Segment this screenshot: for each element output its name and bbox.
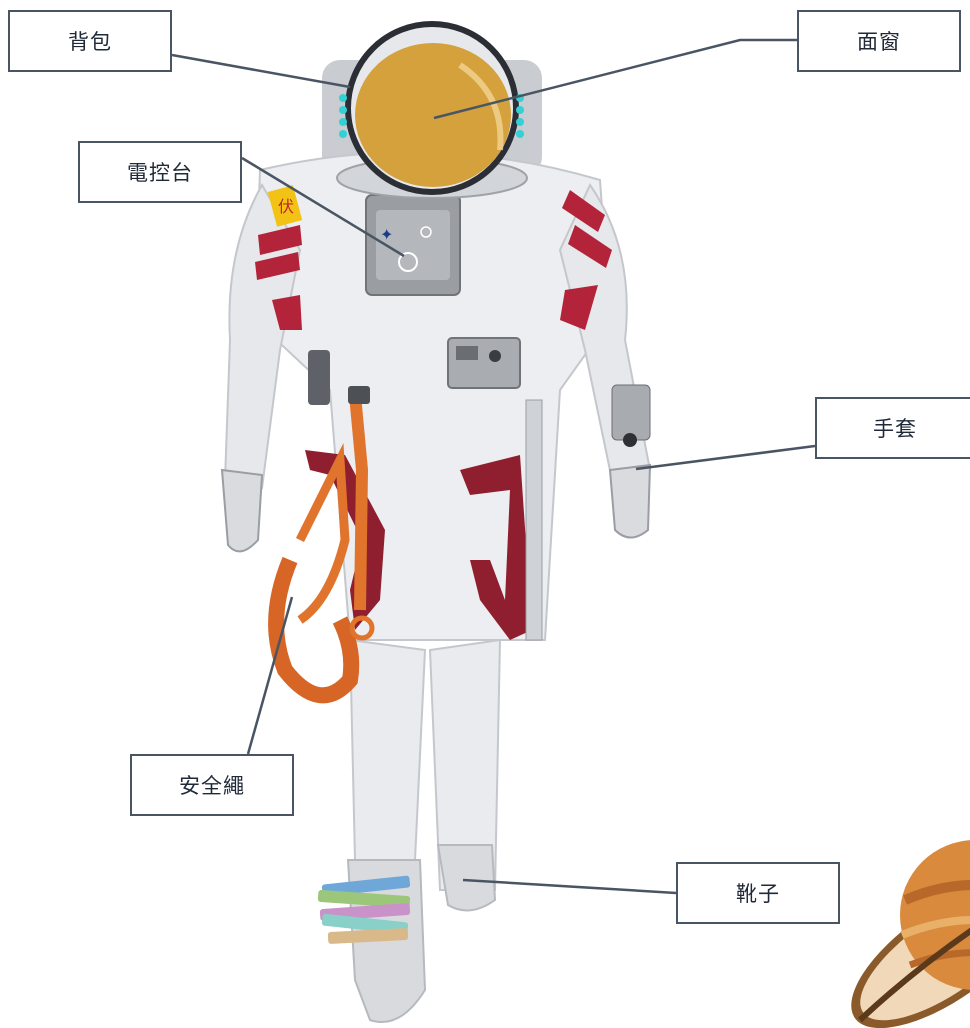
safety-tether	[268, 386, 375, 704]
planet-illustration	[851, 840, 970, 1028]
label-glove: 手套	[815, 397, 970, 459]
leader-line-visor	[433, 38, 797, 120]
leader-line-backpack	[171, 53, 351, 89]
flag-patch-text: 伏	[278, 197, 294, 216]
flag-stack	[317, 875, 411, 944]
svg-text:✦: ✦	[380, 225, 393, 244]
leader-line-tether	[246, 596, 294, 755]
leader-line-console	[241, 156, 405, 258]
leader-line-glove	[635, 444, 816, 471]
right-glove	[608, 463, 652, 539]
label-visor: 面窗	[797, 10, 961, 72]
left-glove	[220, 468, 264, 553]
harness-right	[460, 455, 532, 640]
label-backpack: 背包	[8, 10, 172, 72]
leader-lines	[171, 38, 816, 895]
leader-line-boot	[462, 878, 677, 895]
waist-controls	[447, 337, 521, 389]
flag-patch	[267, 185, 303, 227]
label-tether: 安全繩	[130, 754, 294, 816]
label-boot: 靴子	[676, 862, 840, 924]
astronaut-figure: 伏 ✦	[220, 21, 652, 1023]
visor	[355, 43, 511, 187]
right-boot	[436, 844, 497, 912]
label-console: 電控台	[78, 141, 242, 203]
